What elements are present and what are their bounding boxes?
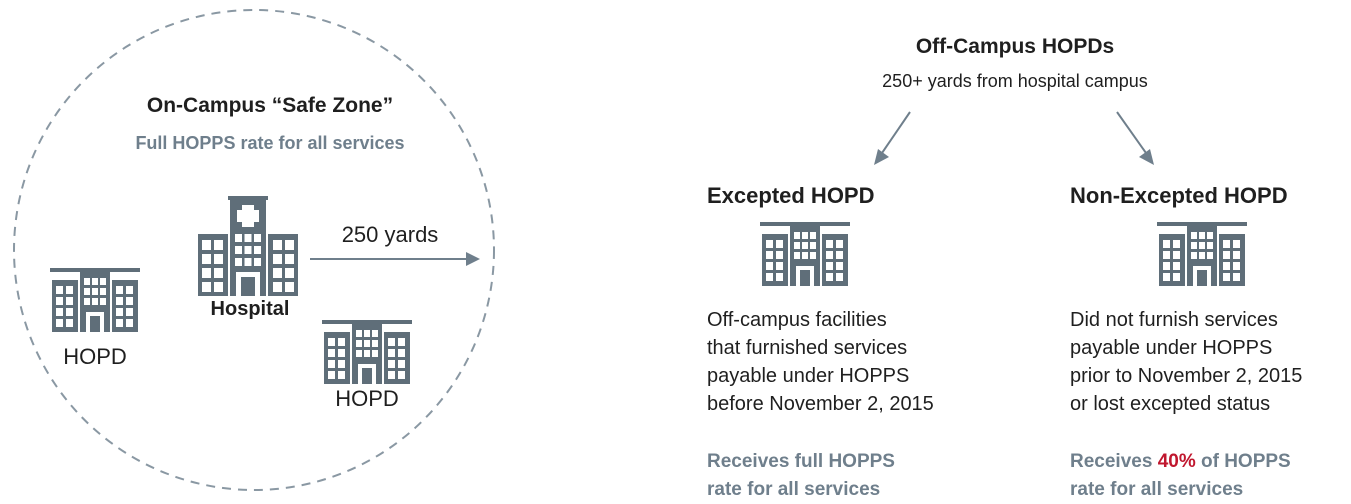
- excepted-rate-line1: Receives full HOPPS: [707, 451, 895, 472]
- non-excepted-rate: Receives 40% of HOPPS rate for all servi…: [1070, 448, 1291, 504]
- safe-zone-circle: [13, 9, 495, 491]
- on-campus-title: On-Campus “Safe Zone”: [146, 94, 394, 117]
- building-icon: [1157, 222, 1247, 286]
- rate-suffix: of HOPPS: [1195, 451, 1291, 472]
- non-excepted-description-line: prior to November 2, 2015: [1070, 365, 1303, 387]
- hopd-right-label: HOPD: [335, 386, 399, 411]
- excepted-rate-line2: rate for all services: [707, 479, 881, 500]
- rate-highlight: 40%: [1157, 451, 1196, 472]
- non-excepted-title: Non-Excepted HOPD: [1070, 183, 1288, 208]
- non-excepted-rate-line1: Receives 40% of HOPPS: [1070, 448, 1291, 476]
- excepted-title: Excepted HOPD: [707, 183, 875, 208]
- hospital-label: Hospital: [210, 298, 290, 320]
- off-campus-title: Off-Campus HOPDs: [915, 35, 1115, 58]
- arrow-right-icon: [310, 252, 480, 266]
- excepted-description-line: Off-campus facilities: [707, 309, 887, 331]
- building-icon: [760, 222, 850, 286]
- non-excepted-description-line: payable under HOPPS: [1070, 337, 1273, 359]
- arrow-down-left-icon: [874, 111, 911, 165]
- excepted-description: Off-campus facilities that furnished ser…: [707, 306, 934, 418]
- non-excepted-rate-line2: rate for all services: [1070, 479, 1244, 500]
- non-excepted-description-line: Did not furnish services: [1070, 309, 1278, 331]
- on-campus-subtitle: Full HOPPS rate for all services: [135, 133, 405, 153]
- hopd-left-label: HOPD: [63, 344, 127, 369]
- excepted-description-line: before November 2, 2015: [707, 393, 934, 415]
- non-excepted-description-line: or lost excepted status: [1070, 393, 1271, 415]
- excepted-description-line: that furnished services: [707, 337, 908, 359]
- excepted-description-line: payable under HOPPS: [707, 365, 910, 387]
- non-excepted-description: Did not furnish services payable under H…: [1070, 306, 1302, 418]
- distance-label: 250 yards: [341, 222, 439, 247]
- off-campus-subtitle: 250+ yards from hospital campus: [882, 71, 1148, 91]
- excepted-rate: Receives full HOPPS rate for all service…: [707, 448, 895, 504]
- arrow-down-right-icon: [1116, 111, 1154, 165]
- rate-prefix: Receives: [1070, 451, 1158, 472]
